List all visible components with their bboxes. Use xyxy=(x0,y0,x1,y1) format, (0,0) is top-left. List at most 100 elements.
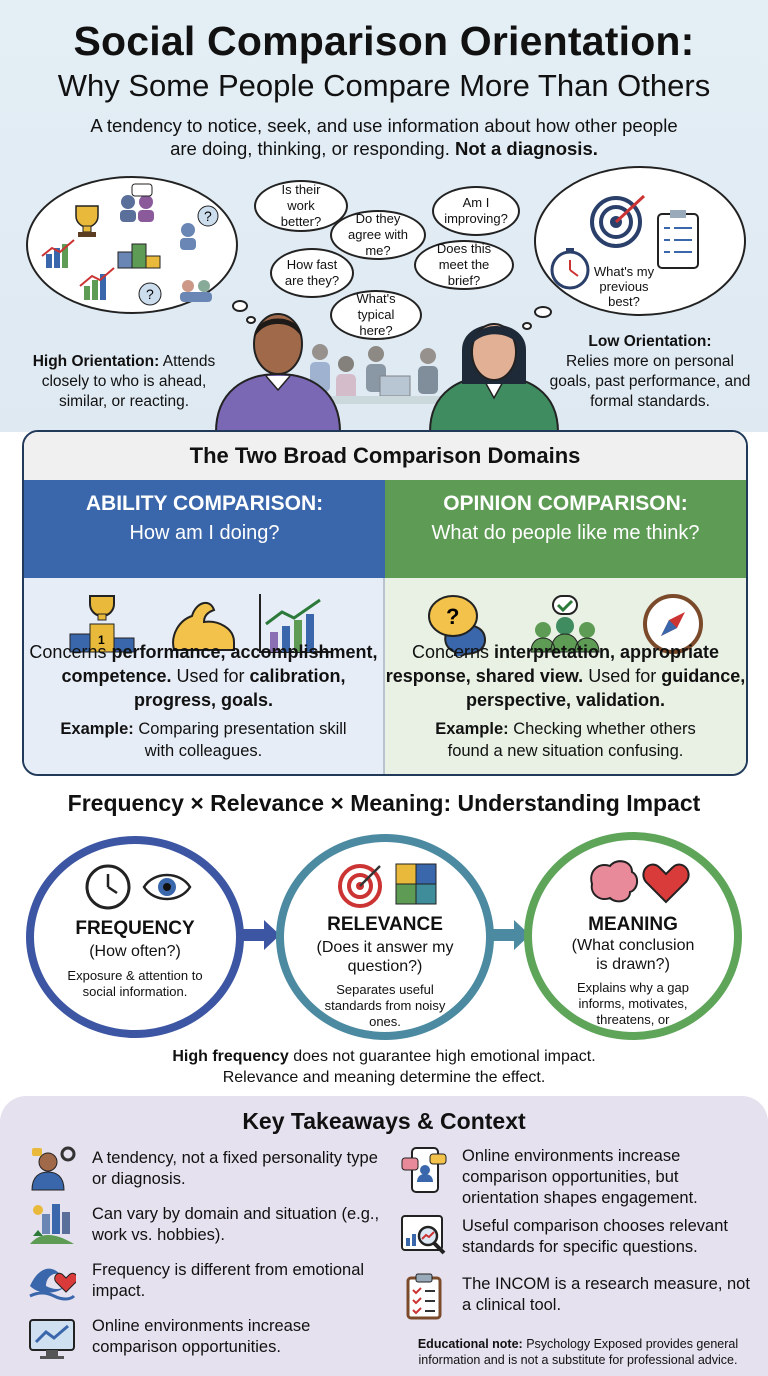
arrow-right-icon xyxy=(242,920,280,950)
group-chat-icon xyxy=(180,280,212,302)
bubble-typical: What's typical here? xyxy=(330,290,422,340)
impact-title: Frequency × Relevance × Meaning: Underst… xyxy=(67,790,701,816)
puzzle-icon xyxy=(395,863,437,905)
meaning-question: (What conclusion is drawn?) xyxy=(571,937,695,973)
ability-heading: ABILITY COMPARISON: xyxy=(85,492,324,515)
low-orientation-cloud xyxy=(534,166,746,316)
relevance-icons xyxy=(338,863,437,908)
high-orientation-text: High Orientation: Attends closely to who… xyxy=(32,353,216,410)
bubble-agree: Do they agree with me? xyxy=(330,210,426,260)
svg-text:1: 1 xyxy=(98,633,105,647)
question-bubble-icon: ? xyxy=(138,282,162,306)
meaning-circle: MEANING (What conclusion is drawn?) Expl… xyxy=(524,832,742,1040)
opinion-description: Concerns interpretation, appropriate res… xyxy=(385,642,746,710)
meaning-desc: Explains why a gap informs, motivates, t… xyxy=(576,980,689,1027)
growth-chart-icon xyxy=(259,594,332,653)
office-illustration xyxy=(214,313,560,432)
phone-chat-icon xyxy=(401,1147,447,1193)
ability-header: ABILITY COMPARISON: How am I doing? xyxy=(24,480,385,578)
domains-title: The Two Broad Comparison Domains xyxy=(24,432,746,480)
svg-text:?: ? xyxy=(204,208,212,224)
trophy-podium-icon: 1 xyxy=(69,595,135,653)
ability-icons: 1 xyxy=(69,594,332,653)
takeaway-right-1: Online environments increase comparison … xyxy=(462,1147,698,1207)
ability-question: How am I doing? xyxy=(129,522,280,544)
low-orientation-text: Low Orientation:Relies more on personal … xyxy=(549,333,751,410)
frequency-title: FREQUENCY xyxy=(75,918,195,939)
frequency-question: (How often?) xyxy=(89,943,181,960)
group-check-icon xyxy=(530,595,600,653)
intro-text: A tendency to notice, seek, and use info… xyxy=(90,115,678,159)
domains-panel: The Two Broad Comparison Domains ABILITY… xyxy=(22,430,748,776)
bubble-how-fast: How fast are they? xyxy=(270,248,354,298)
takeaway-right-3: The INCOM is a research measure, not a c… xyxy=(462,1275,750,1314)
bubble-work-better: Is their work better? xyxy=(254,180,348,232)
compass-icon xyxy=(643,594,703,654)
right-cloud-text: What's my previous best? xyxy=(593,264,655,309)
opinion-icons: ? xyxy=(428,594,703,656)
comparison-icons: ? ? xyxy=(41,183,219,306)
bar-chart-icon xyxy=(41,239,75,268)
opinion-question: What do people like me think? xyxy=(431,522,700,544)
clock-icon xyxy=(85,864,131,910)
page-title: Social Comparison Orientation: xyxy=(73,18,695,64)
eye-icon xyxy=(142,873,192,901)
takeaway-right-2: Useful comparison chooses relevant stand… xyxy=(462,1217,728,1256)
high-orientation-cloud: ? ? xyxy=(26,176,238,314)
relevance-circle: RELEVANCE (Does it answer my question?) … xyxy=(276,834,494,1040)
trophy-icon xyxy=(75,205,99,237)
page-subtitle: Why Some People Compare More Than Others xyxy=(57,68,711,103)
opinion-heading: OPINION COMPARISON: xyxy=(443,492,688,515)
impact-note: High frequency does not guarantee high e… xyxy=(172,1048,596,1086)
bubble-meet-brief: Does this meet the brief? xyxy=(414,240,514,290)
opinion-header: OPINION COMPARISON: What do people like … xyxy=(385,480,746,578)
clipboard-check-icon xyxy=(406,1273,442,1320)
takeaway-left-4: Online environments increase comparison … xyxy=(92,1317,311,1356)
ability-example: Example: Comparing presentation skill wi… xyxy=(60,720,347,760)
stopwatch-icon xyxy=(550,248,590,290)
svg-text:?: ? xyxy=(146,286,154,302)
ability-body: 1 Concerns performance, accomplishment, … xyxy=(24,578,385,774)
woman-figure xyxy=(428,323,560,432)
heart-icon xyxy=(642,863,690,904)
people-chat-icon xyxy=(120,183,154,222)
cloud-tail-tiny xyxy=(246,316,256,324)
work-hobby-icon xyxy=(30,1204,74,1244)
takeaways-panel xyxy=(0,1096,768,1376)
target-icon xyxy=(590,194,646,248)
meaning-icons xyxy=(590,860,690,904)
brain-icon xyxy=(590,860,638,903)
opinion-example: Example: Checking whether others found a… xyxy=(435,720,696,760)
takeaways-title: Key Takeaways & Context xyxy=(242,1108,526,1134)
opinion-body: ? Concerns interpretation, appropriate r… xyxy=(385,578,746,774)
meaning-title: MEANING xyxy=(588,914,678,935)
monitor-chart-icon xyxy=(29,1319,75,1359)
bubble-improving: Am I improving? xyxy=(432,186,520,236)
educational-note: Educational note: Psychology Exposed pro… xyxy=(417,1337,739,1367)
cloud-tail-small xyxy=(232,300,248,312)
wave-heart-icon xyxy=(29,1268,76,1301)
person-gear-icon xyxy=(31,1146,76,1191)
question-bubbles-icon: ? xyxy=(428,595,487,656)
man-figure xyxy=(214,313,342,432)
takeaway-left-3: Frequency is different from emotional im… xyxy=(92,1261,365,1300)
question-person-icon: ? xyxy=(180,205,219,250)
podium-icon xyxy=(117,243,161,269)
frequency-icons xyxy=(85,864,192,910)
ability-description: Concerns performance, accomplishment, co… xyxy=(29,642,378,710)
flexed-arm-icon xyxy=(172,601,235,651)
relevance-question: (Does it answer my question?) xyxy=(316,939,454,975)
magnify-chart-icon xyxy=(401,1215,446,1255)
svg-text:?: ? xyxy=(446,604,459,629)
takeaway-left-1: A tendency, not a fixed personality type… xyxy=(92,1149,378,1188)
frequency-circle: FREQUENCY (How often?) Exposure & attent… xyxy=(26,836,244,1038)
relevance-desc: Separates useful standards from noisy on… xyxy=(324,982,446,1029)
takeaway-left-2: Can vary by domain and situation (e.g., … xyxy=(92,1205,380,1244)
arrow-right-icon xyxy=(492,920,530,950)
relevance-title: RELEVANCE xyxy=(327,914,443,935)
cloud-tail-small-right xyxy=(534,306,552,318)
goal-icons xyxy=(550,194,699,290)
clipboard-icon xyxy=(657,210,699,269)
growth-chart-icon xyxy=(79,267,115,300)
frequency-desc: Exposure & attention to social informati… xyxy=(67,968,203,999)
